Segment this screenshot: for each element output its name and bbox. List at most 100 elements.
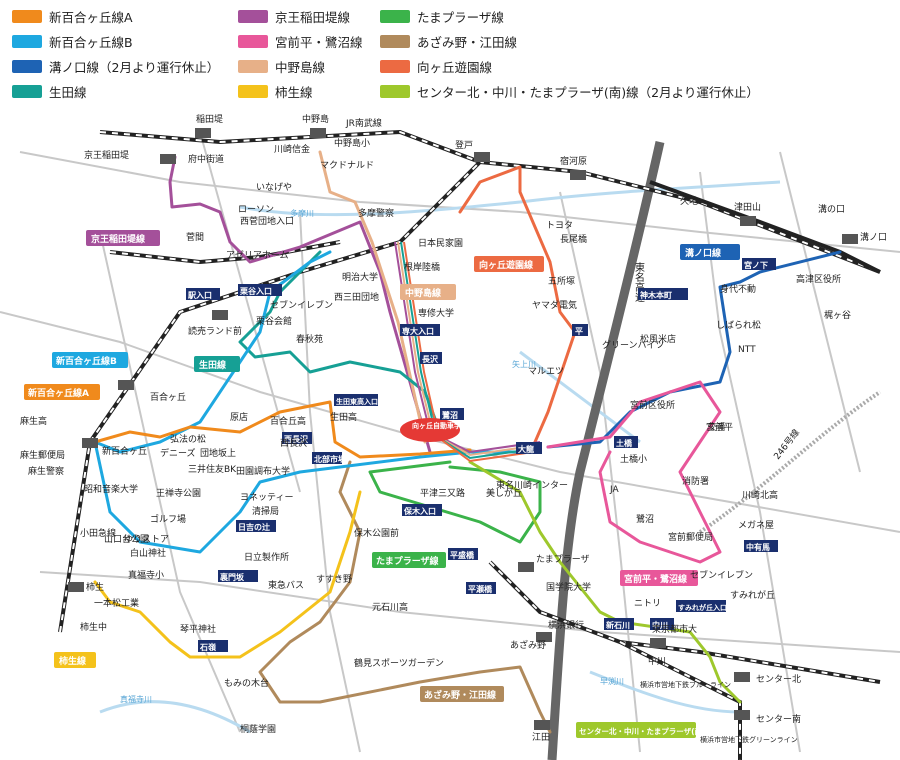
station-marker <box>310 128 326 138</box>
place-label: 山口台公園 <box>104 533 149 545</box>
stop-label: すみれが丘入口 <box>678 603 727 612</box>
stop-box <box>186 288 220 300</box>
route-box-label: 生田線 <box>199 359 226 371</box>
place-label: 根岸陸橋 <box>404 261 440 273</box>
legend-label: 新百合ヶ丘線B <box>49 34 133 50</box>
stop-label: 中川 <box>652 620 668 630</box>
place-label: 菅間 <box>186 231 204 243</box>
legend-label: 柿生線 <box>275 84 313 100</box>
station-label: 溝の口 <box>818 203 845 215</box>
stop-label: 大龍 <box>518 444 534 454</box>
place-label: 川崎北高 <box>742 489 778 501</box>
station-label: 読売ランド前 <box>188 325 242 337</box>
legend-swatch <box>12 34 42 48</box>
route-tamaplaza <box>368 460 542 544</box>
station-label: 宿河原 <box>560 155 587 167</box>
place-label: 保木公園前 <box>354 527 399 539</box>
route-shinyuri-b <box>93 250 522 554</box>
legend-label: 生田線 <box>49 84 87 100</box>
stop-box <box>638 288 688 300</box>
legend-label: 新百合ヶ丘線A <box>49 9 133 25</box>
place-label: すみれが丘 <box>730 589 775 601</box>
station-label: 津田山 <box>734 202 761 213</box>
legend-swatch <box>238 9 268 23</box>
place-label: 平津三又路 <box>420 487 465 499</box>
station-marker <box>734 672 750 682</box>
place-label: グリーンハイツ <box>602 339 664 351</box>
railway-subway <box>619 640 742 760</box>
legend-label: センター北・中川・たまプラーザ(南)線（2月より運行休止） <box>417 84 759 100</box>
legend-item: 新百合ヶ丘線A <box>12 6 133 26</box>
stop-box <box>334 394 378 406</box>
station-marker <box>195 128 211 138</box>
place-label: 昭和音楽大学 <box>84 483 138 495</box>
stop-box <box>400 324 440 336</box>
station-marker <box>68 582 84 592</box>
place-label: 春秋苑 <box>296 333 323 345</box>
station-label: センター北 <box>756 674 801 685</box>
legend-swatch <box>12 9 42 23</box>
station-marker <box>734 710 750 720</box>
stop-label: 長沢 <box>422 354 439 364</box>
station-marker <box>650 638 666 648</box>
place-label: 白山神社 <box>130 547 166 559</box>
place-label: 東名川崎インター <box>496 479 568 491</box>
stop-box <box>604 618 634 630</box>
legend-label: 宮前平・鷺沼線 <box>275 34 363 50</box>
route-box-label: 溝ノ口線 <box>685 247 721 259</box>
place-label: 身代不動 <box>720 283 756 295</box>
place-label: いなげや <box>256 182 292 193</box>
place-label: ニトリ <box>634 599 661 609</box>
place-label: 麻生郵便局 <box>20 449 65 461</box>
place-label: セブンイレブン <box>270 299 333 311</box>
legend-item: 柿生線 <box>238 81 313 101</box>
place-label: すすき野 <box>316 574 352 585</box>
place-label: アゼリアホーム <box>226 249 289 261</box>
place-label: しばられ松 <box>716 319 761 331</box>
legend-label: 向ヶ丘遊園線 <box>417 59 493 75</box>
stop-label: 神木本町 <box>640 290 672 300</box>
place-label: 土橋小 <box>620 453 647 465</box>
railway-keio-sagamihara <box>109 240 341 265</box>
place-label: 東急バス <box>268 579 304 591</box>
route-box-label: 新百合ヶ丘線B <box>56 355 117 367</box>
stop-box <box>650 618 674 630</box>
stop-box <box>614 436 638 448</box>
place-label: 明治大学 <box>342 271 378 283</box>
place-label: 松風米店 <box>640 333 676 345</box>
place-label: メガネ屋 <box>738 520 774 531</box>
legend-item: 新百合ヶ丘線B <box>12 31 133 51</box>
river-label: 多摩川 <box>290 208 314 218</box>
place-label: JA <box>609 485 619 495</box>
legend-label: あざみ野・江田線 <box>417 34 518 50</box>
station-marker <box>534 720 550 730</box>
route-box-label: 京王稲田堤線 <box>91 233 145 245</box>
stop-box <box>448 548 478 560</box>
route-box <box>420 686 504 702</box>
place-label: 鶴見スポーツガーデン <box>354 657 444 669</box>
stop-label: 裏門坂 <box>219 572 245 582</box>
place-label: 百合丘高 <box>270 415 306 427</box>
stop-label: 鷺沼 <box>442 410 458 420</box>
stop-label: 専大入口 <box>402 326 434 336</box>
place-label: 柿生中 <box>80 621 107 633</box>
station-label: 柿生 <box>86 581 104 593</box>
place-label: 麻生警察 <box>28 465 64 477</box>
place-label: 桐蔭学園 <box>240 723 276 735</box>
stop-box <box>402 504 442 516</box>
legend-item: 京王稲田堤線 <box>238 6 350 26</box>
place-label: 麻生高 <box>20 415 47 427</box>
river-label: 早渕川 <box>600 676 624 686</box>
place-label: 一本松工業 <box>94 597 139 609</box>
route-box <box>372 552 446 568</box>
stop-box <box>744 540 778 552</box>
legend-swatch <box>238 34 268 48</box>
stop-label: 石嶺 <box>199 642 217 652</box>
place-label: ゆりストア <box>124 534 169 545</box>
station-marker <box>474 152 490 162</box>
station-marker <box>536 632 552 642</box>
station-marker <box>740 216 756 226</box>
rivers <box>99 180 781 734</box>
railway-mizonokuchi <box>649 180 881 274</box>
river-label: 矢上川 <box>512 359 536 369</box>
